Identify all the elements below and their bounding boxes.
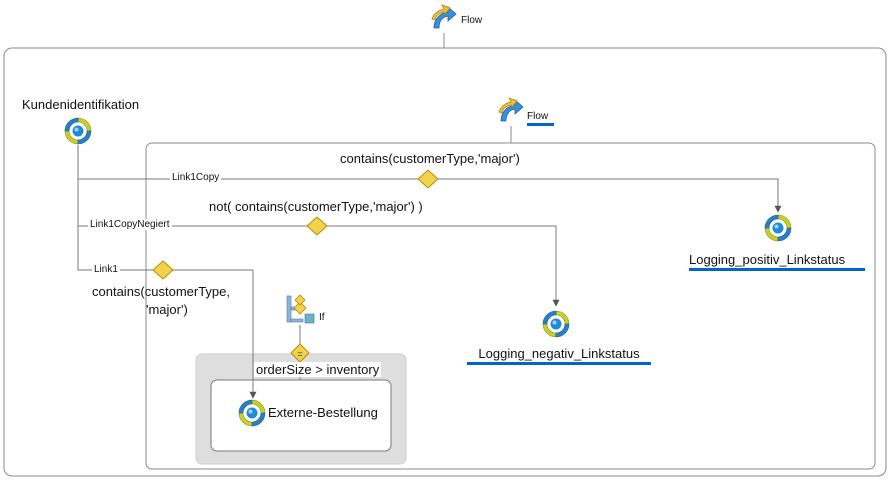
if-label: If (319, 312, 325, 323)
link1copy-condition: contains(customerType,'major') (340, 151, 520, 166)
invoke-activity-icon[interactable] (236, 397, 268, 429)
logging-positiv-label[interactable]: Logging_positiv_Linkstatus (689, 252, 865, 271)
externe-bestellung-label[interactable]: Externe-Bestellung (268, 405, 378, 420)
link1copynegiert-condition: not( contains(customerType,'major') ) (209, 199, 423, 214)
link1copynegiert-condition-diamond[interactable] (306, 216, 328, 236)
inner-flow-label: Flow (527, 111, 554, 126)
flow-icon[interactable] (428, 3, 458, 33)
link1-condition-line2: 'major') (146, 302, 188, 317)
link1copy-label[interactable]: Link1Copy (170, 172, 222, 183)
outer-flow-container[interactable] (3, 47, 887, 477)
link1-condition-line1: contains(customerType, (92, 284, 231, 299)
link1-label[interactable]: Link1 (92, 264, 120, 275)
link1-condition-diamond[interactable] (152, 260, 174, 280)
link1copy-condition-diamond[interactable] (417, 169, 439, 189)
flow-icon[interactable] (495, 96, 525, 126)
if-condition: orderSize > inventory (254, 362, 382, 377)
invoke-activity-icon[interactable] (762, 212, 794, 244)
link1copynegiert-label[interactable]: Link1CopyNegiert (88, 219, 172, 230)
logging-negativ-label[interactable]: Logging_negativ_Linkstatus (467, 346, 651, 365)
invoke-activity-icon[interactable] (540, 308, 572, 340)
if-icon[interactable] (284, 293, 316, 325)
if-operator: = (297, 349, 302, 359)
outer-flow-label: Flow (461, 15, 483, 26)
invoke-activity-icon[interactable] (62, 115, 94, 147)
kundenidentifikation-label: Kundenidentifikation (22, 97, 140, 112)
inner-flow-container[interactable] (145, 142, 876, 470)
